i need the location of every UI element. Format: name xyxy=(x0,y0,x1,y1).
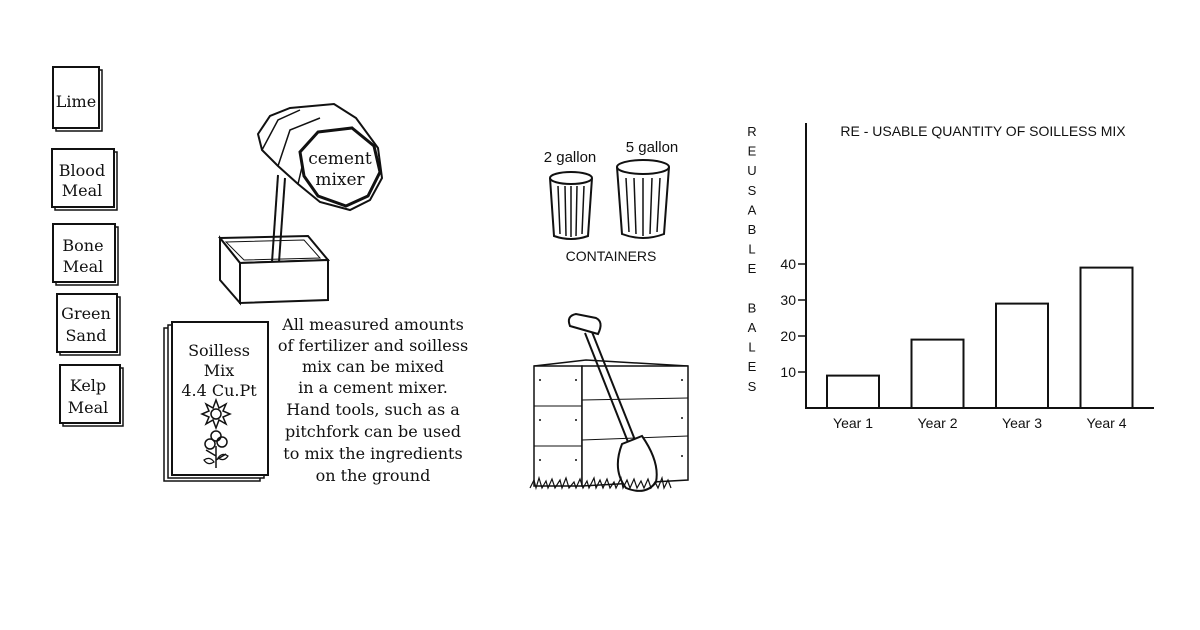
mixer-label-line1: cement xyxy=(308,149,372,169)
plant-icon xyxy=(203,430,229,468)
y-axis-label-letter: A xyxy=(748,202,757,217)
fertilizer-bag-kelp-meal: Kelp Meal xyxy=(59,364,124,427)
instruction-line: on the ground xyxy=(316,466,431,485)
y-tick-label: 40 xyxy=(780,256,796,272)
bar xyxy=(995,302,1049,410)
instruction-line: of fertilizer and soilless xyxy=(278,336,468,355)
x-tick-label: Year 3 xyxy=(1002,415,1042,431)
y-axis-label-letter: U xyxy=(747,163,756,178)
reusable-bales-chart: RE - USABLE QUANTITY OF SOILLESS MIX REU… xyxy=(747,123,1154,431)
instruction-line: All measured amounts xyxy=(281,315,464,334)
fertilizer-bag-bone-meal: Bone Meal xyxy=(52,223,119,286)
bar xyxy=(910,338,965,410)
y-axis-label-letter: L xyxy=(748,340,755,355)
y-axis-label-letter: B xyxy=(748,300,757,315)
fertilizer-bag-blood-meal: Blood Meal xyxy=(51,148,118,211)
bag-label-green: Green xyxy=(61,304,111,323)
fertilizer-bag-lime: Lime xyxy=(52,66,103,132)
instruction-line: to mix the ingredients xyxy=(283,444,462,463)
y-axis-label-letter: E xyxy=(748,144,757,159)
instruction-line: pitchfork can be used xyxy=(285,422,461,441)
y-axis-label-letter: E xyxy=(748,261,757,276)
soil-bag-line3: 4.4 Cu.Pt xyxy=(181,381,257,400)
bag-label-sand: Sand xyxy=(65,326,106,345)
x-tick-label: Year 4 xyxy=(1087,415,1127,431)
instruction-line: in a cement mixer. xyxy=(298,378,448,397)
bucket-icon xyxy=(549,171,593,240)
y-axis-label-letter: A xyxy=(748,320,757,335)
x-tick-label: Year 1 xyxy=(833,415,873,431)
soil-bag-line2: Mix xyxy=(204,361,235,380)
raised-bed-illustration xyxy=(529,312,689,492)
soil-bag-line1: Soilless xyxy=(188,341,250,360)
y-axis-label-letter: R xyxy=(747,124,756,139)
small-container-label: 2 gallon xyxy=(544,149,597,166)
bag-label-kelp: Kelp xyxy=(70,376,106,395)
containers-caption: CONTAINERS xyxy=(566,248,657,264)
containers-illustration: 2 gallon 5 gallon CONTAINERS xyxy=(544,139,679,264)
fertilizer-bag-green-sand: Green Sand xyxy=(56,293,121,356)
grass xyxy=(529,475,672,491)
cement-mixer-illustration: cement mixer xyxy=(217,102,384,306)
mixer-label-line2: mixer xyxy=(315,170,365,190)
instructions-text: All measured amounts of fertilizer and s… xyxy=(278,315,468,485)
instruction-line: Hand tools, such as a xyxy=(286,400,460,419)
y-axis-label-letter: L xyxy=(748,242,755,257)
y-axis-label-letter: S xyxy=(748,183,757,198)
instruction-line: mix can be mixed xyxy=(302,357,444,376)
bucket-icon xyxy=(616,159,670,239)
bar xyxy=(826,374,880,410)
soilless-mix-bag: Soilless Mix 4.4 Cu.Pt xyxy=(163,321,269,482)
bag-label-blood: Blood xyxy=(59,161,105,180)
y-axis-label-letter: E xyxy=(748,359,757,374)
flower-icon xyxy=(200,397,232,431)
large-container-label: 5 gallon xyxy=(626,139,679,156)
y-axis-label-letter: S xyxy=(748,379,757,394)
chart-title: RE - USABLE QUANTITY OF SOILLESS MIX xyxy=(840,123,1126,139)
y-tick-label: 10 xyxy=(780,364,796,380)
y-tick-label: 30 xyxy=(780,292,796,308)
x-tick-label: Year 2 xyxy=(918,415,958,431)
bag-label-bone: Bone xyxy=(62,236,103,255)
bag-label-lime: Lime xyxy=(56,92,96,111)
bag-label-bone-meal: Meal xyxy=(63,257,104,276)
y-axis-label-letter: B xyxy=(748,222,757,237)
y-tick-label: 20 xyxy=(780,328,796,344)
bar xyxy=(1079,266,1134,409)
bag-label-kelp-meal: Meal xyxy=(68,398,109,417)
bag-label-blood-meal: Meal xyxy=(62,181,103,200)
shovel-icon xyxy=(567,312,658,492)
